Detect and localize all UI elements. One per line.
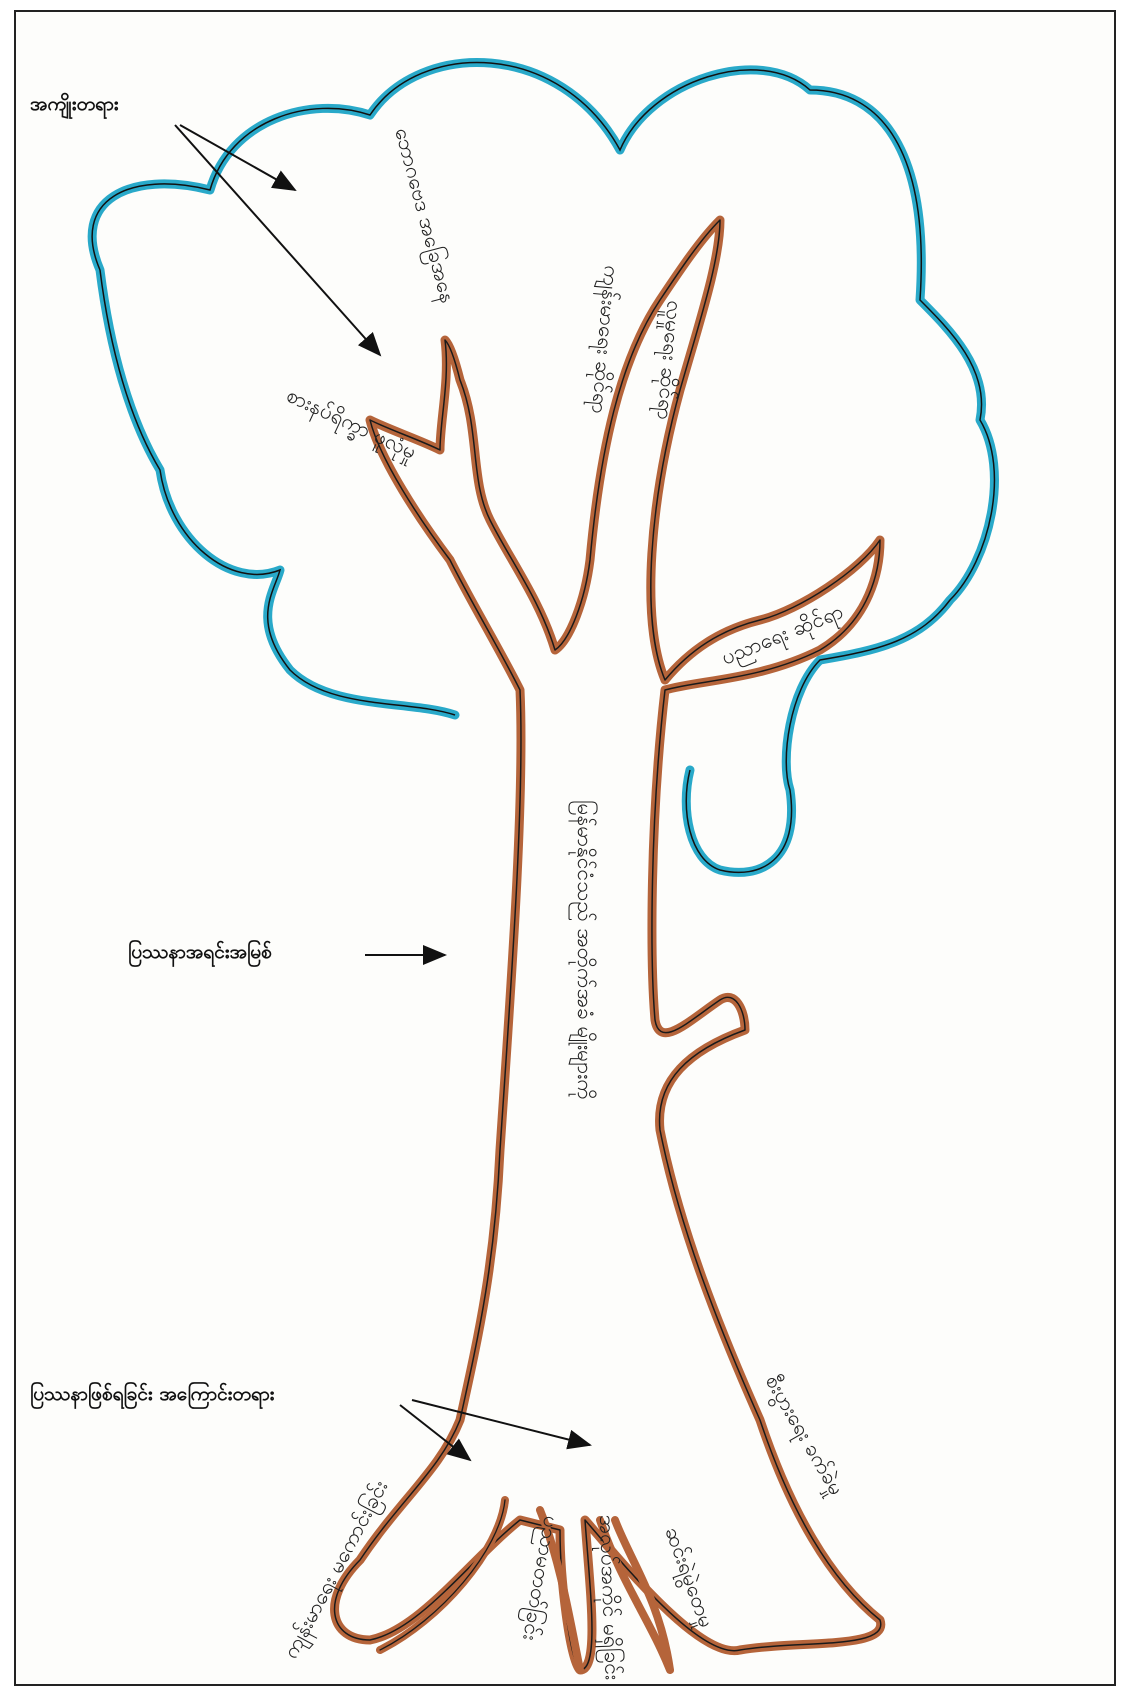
- label-causes: ပြဿနာဖြစ်ရခြင်း အကြောင်းတရား: [30, 1382, 275, 1410]
- arrow-causes-2: [412, 1400, 590, 1445]
- label-fruits: အကျိုးတရား: [30, 92, 119, 120]
- arrow-fruits-1: [180, 125, 295, 190]
- tree-trunk: [335, 220, 881, 1670]
- label-core-problem: ပြဿနာအရင်းအမြစ်: [128, 940, 272, 968]
- trunk-text: မြန်မာနိုင်ငံသည် အတိုက်အခံ မျိုးများကို: [567, 800, 599, 1100]
- branch-text: ဘောဂဗေဒ အခြေအနေ: [385, 125, 462, 307]
- root-text: ဆင်းရဲမွဲတေမှု: [655, 1523, 720, 1632]
- arrow-fruits-2: [175, 125, 380, 355]
- branch-text: စားနပ်ရိက္ခာ ဖူလုံမှု: [281, 382, 421, 468]
- arrows: [175, 125, 590, 1460]
